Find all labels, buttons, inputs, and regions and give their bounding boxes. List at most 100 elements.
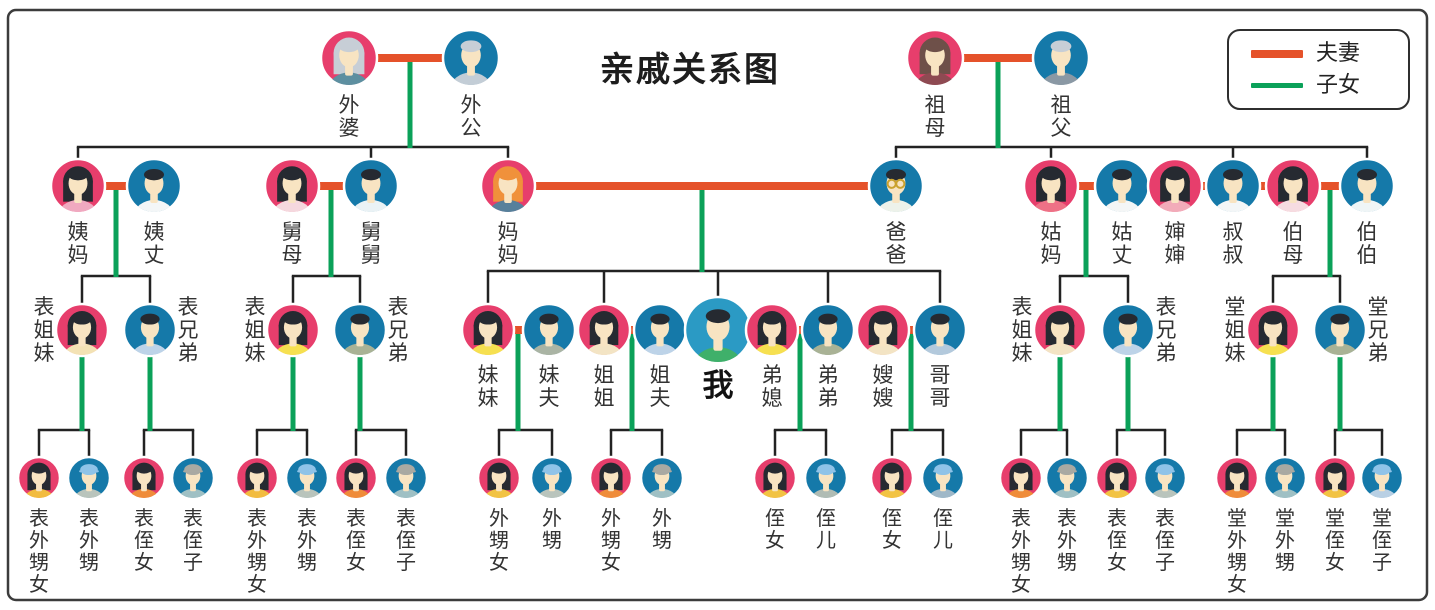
children-line-swatch-icon <box>1251 83 1303 88</box>
person-label-zumu: 祖母 <box>925 93 946 140</box>
person-shushu <box>1204 157 1262 215</box>
person-meifu <box>521 302 577 358</box>
person-bwsheng1 <box>66 455 112 501</box>
legend-item-couple: 夫妻 <box>1251 42 1408 65</box>
person-label-waigong: 外公 <box>461 93 482 140</box>
person-label-meifu: 妹夫 <box>539 363 560 410</box>
person-label-bwsheng1: 表外甥 <box>79 506 99 574</box>
person-label-zufu: 祖父 <box>1051 93 1072 140</box>
person-bzn2 <box>333 455 379 501</box>
person-waipo <box>319 28 379 88</box>
labels: 外婆外公祖母祖父姨妈姨丈舅母舅舅妈妈爸爸姑妈姑丈婶婶叔叔伯母伯伯表姐妹表兄弟表姐… <box>29 93 1392 596</box>
person-bzz2 <box>383 455 429 501</box>
person-label-bwsn1: 表外甥女 <box>29 506 49 596</box>
person-label-guzhang: 姑丈 <box>1112 220 1133 267</box>
page-title: 亲戚关系图 <box>600 50 780 90</box>
person-label-tzn: 堂侄女 <box>1325 506 1345 574</box>
person-mama <box>479 157 537 215</box>
person-label-meimei: 妹妹 <box>478 363 499 410</box>
person-label-bzz1: 表侄子 <box>183 506 203 574</box>
person-label-bomu: 伯母 <box>1283 220 1304 267</box>
legend: 夫妻 子女 <box>1227 29 1410 110</box>
person-label-biaojiemei1: 表姐妹 <box>34 295 55 365</box>
person-label-shushu: 叔叔 <box>1223 220 1244 267</box>
person-biaojiemei2 <box>265 302 321 358</box>
person-label-waipo: 外婆 <box>339 93 360 140</box>
person-label-zhier1: 侄儿 <box>816 506 836 552</box>
person-zhier1 <box>803 455 849 501</box>
person-zhier2 <box>920 455 966 501</box>
person-tangxiongdi <box>1312 302 1368 358</box>
person-bwsheng3 <box>1044 455 1090 501</box>
person-bzn3 <box>1094 455 1140 501</box>
person-label-wo: 我 <box>703 368 734 404</box>
legend-children-label: 子女 <box>1316 72 1361 98</box>
person-guzhang <box>1093 157 1151 215</box>
person-bzn1 <box>121 455 167 501</box>
person-bomu <box>1264 157 1322 215</box>
person-label-zhinv1: 侄女 <box>765 506 785 552</box>
person-biaojiemei1 <box>54 302 110 358</box>
person-label-jiejie: 姐姐 <box>594 363 615 410</box>
person-jiumu <box>263 157 321 215</box>
person-bwsn1 <box>16 455 62 501</box>
person-tangjiemei <box>1245 302 1301 358</box>
person-label-jiefu: 姐夫 <box>650 363 671 410</box>
person-label-wsn2: 外甥女 <box>601 506 621 574</box>
person-label-bwsn3: 表外甥女 <box>1011 506 1031 596</box>
person-label-gege: 哥哥 <box>930 363 951 410</box>
person-jiujiu <box>342 157 400 215</box>
person-shenshen <box>1146 157 1204 215</box>
person-label-bwsheng2: 表外甥 <box>297 506 317 574</box>
person-bzz3 <box>1142 455 1188 501</box>
person-yizhang <box>125 157 183 215</box>
person-bzz1 <box>170 455 216 501</box>
person-biaoxiongdi2 <box>332 302 388 358</box>
person-bwsn2 <box>234 455 280 501</box>
person-twsheng <box>1262 455 1308 501</box>
person-bobo <box>1338 157 1396 215</box>
person-label-bzn3: 表侄女 <box>1107 506 1127 574</box>
person-twsn <box>1214 455 1260 501</box>
person-label-bzz2: 表侄子 <box>396 506 416 574</box>
person-yima <box>49 157 107 215</box>
person-tzz <box>1359 455 1405 501</box>
person-zhinv1 <box>752 455 798 501</box>
person-label-biaoxiongdi1: 表兄弟 <box>178 295 199 365</box>
person-label-bzn2: 表侄女 <box>346 506 366 574</box>
person-meimei <box>460 302 516 358</box>
person-label-zhinv2: 侄女 <box>882 506 902 552</box>
person-jiefu <box>632 302 688 358</box>
person-wsn1 <box>476 455 522 501</box>
person-label-biaojiemei2: 表姐妹 <box>245 295 266 365</box>
person-gege <box>912 302 968 358</box>
person-label-yima: 姨妈 <box>68 220 89 267</box>
person-label-twsheng: 堂外甥 <box>1275 506 1295 574</box>
person-label-bwsheng3: 表外甥 <box>1057 506 1077 574</box>
person-label-yizhang: 姨丈 <box>144 220 165 267</box>
person-label-jiumu: 舅母 <box>282 220 303 267</box>
person-dixi <box>744 302 800 358</box>
person-wsheng2 <box>639 455 685 501</box>
person-label-wsheng2: 外甥 <box>652 506 672 552</box>
person-label-tangjiemei: 堂姐妹 <box>1225 295 1246 365</box>
person-guma <box>1022 157 1080 215</box>
person-baba <box>867 157 925 215</box>
person-saosao <box>855 302 911 358</box>
person-jiejie <box>576 302 632 358</box>
person-label-biaojiemei3: 表姐妹 <box>1012 295 1033 365</box>
person-zhinv2 <box>869 455 915 501</box>
person-label-wsheng1: 外甥 <box>542 506 562 552</box>
connector-lines <box>37 145 1384 457</box>
person-label-shenshen: 婶婶 <box>1165 220 1186 267</box>
person-label-baba: 爸爸 <box>886 220 907 267</box>
person-label-bzn1: 表侄女 <box>134 506 154 574</box>
avatars <box>16 28 1405 501</box>
person-label-bwsn2: 表外甥女 <box>247 506 267 596</box>
person-zufu <box>1031 28 1091 88</box>
person-label-bobo: 伯伯 <box>1357 220 1378 267</box>
person-label-saosao: 嫂嫂 <box>873 363 894 410</box>
person-label-tzz: 堂侄子 <box>1372 506 1392 574</box>
person-wsheng1 <box>529 455 575 501</box>
